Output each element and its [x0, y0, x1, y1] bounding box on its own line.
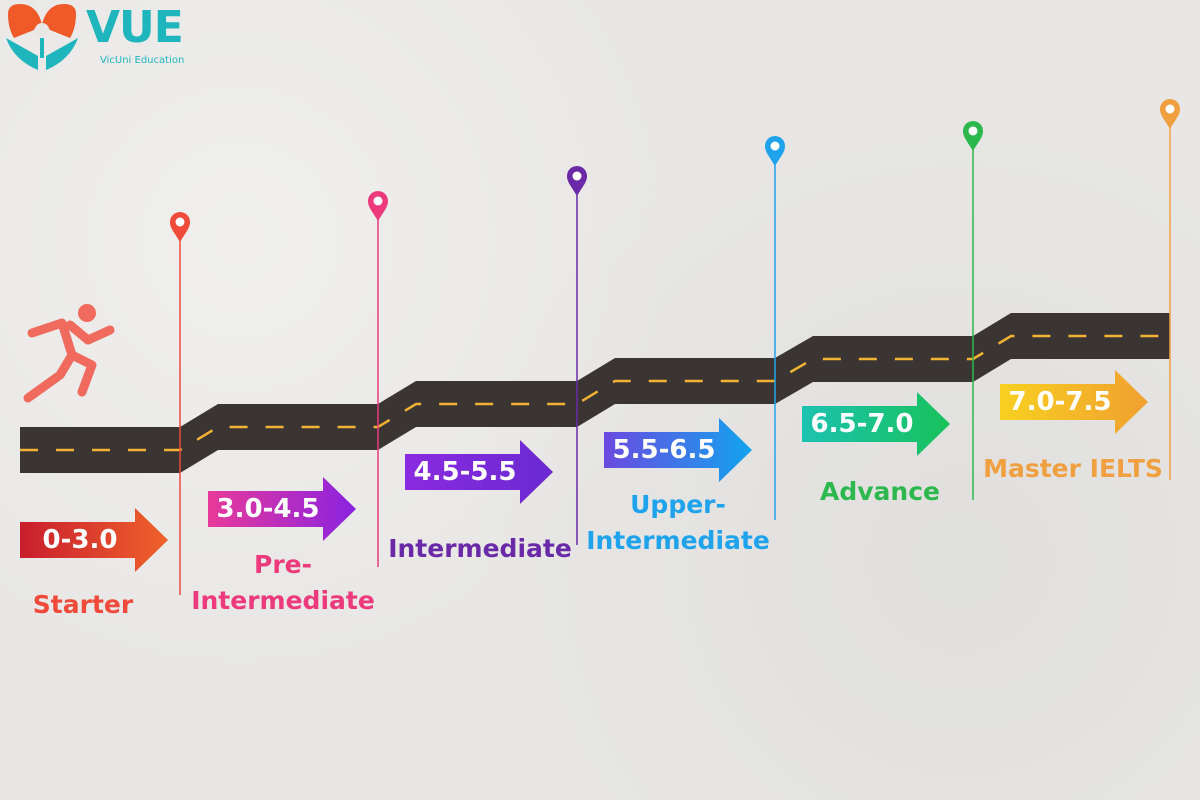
level-label: Upper-: [630, 490, 726, 519]
map-pin-icon: [765, 136, 785, 166]
stage-5: [802, 121, 983, 500]
score-range: 5.5-6.5: [612, 435, 716, 465]
vue-logo: VUE VicUni Education: [4, 4, 204, 74]
level-label: Intermediate: [191, 586, 375, 615]
map-pin-icon: [170, 212, 190, 242]
stage-6: [1000, 99, 1180, 480]
runner-head: [78, 304, 96, 322]
score-range: 6.5-7.0: [810, 409, 914, 439]
runner-arm: [27, 318, 77, 360]
map-pin-hole: [175, 217, 185, 227]
stage-3: [405, 166, 587, 545]
level-label: Intermediate: [388, 534, 572, 563]
brand-tagline: VicUni Education: [100, 55, 185, 66]
runner-arm: [65, 320, 115, 345]
brand-name: VUE: [86, 2, 184, 53]
level-label: Starter: [32, 590, 134, 619]
level-label: Advance: [820, 477, 940, 506]
map-pin-icon: [1160, 99, 1180, 129]
level-arrow: [20, 508, 168, 572]
map-pin-hole: [373, 196, 383, 206]
map-pin-icon: [567, 166, 587, 196]
road-center-dashes: [20, 334, 1170, 452]
level-arrow: [1000, 370, 1148, 434]
runner-icon: [23, 304, 115, 403]
map-pin-icon: [368, 191, 388, 221]
map-pin-hole: [770, 141, 780, 151]
score-range: 4.5-5.5: [413, 457, 517, 487]
score-range: 0-3.0: [42, 525, 118, 555]
level-label: Master IELTS: [983, 454, 1163, 483]
level-label: Intermediate: [586, 526, 770, 555]
runner-leg: [23, 350, 77, 403]
level-label: Pre-: [254, 550, 312, 579]
score-range: 7.0-7.5: [1008, 387, 1112, 417]
runner-leg: [67, 350, 97, 397]
stage-2: [208, 191, 388, 567]
map-pin-hole: [968, 126, 978, 136]
map-pin-icon: [963, 121, 983, 151]
level-arrow: [802, 392, 950, 456]
stage-4: [604, 136, 785, 520]
heart-logo-icon: [6, 4, 78, 70]
level-arrow: [604, 418, 752, 482]
score-range: 3.0-4.5: [216, 494, 320, 524]
stage-1: [20, 212, 190, 595]
road: [20, 313, 1170, 473]
map-pin-hole: [572, 171, 582, 181]
level-arrow: [208, 477, 356, 541]
map-pin-hole: [1165, 104, 1175, 114]
level-arrow: [405, 440, 553, 504]
